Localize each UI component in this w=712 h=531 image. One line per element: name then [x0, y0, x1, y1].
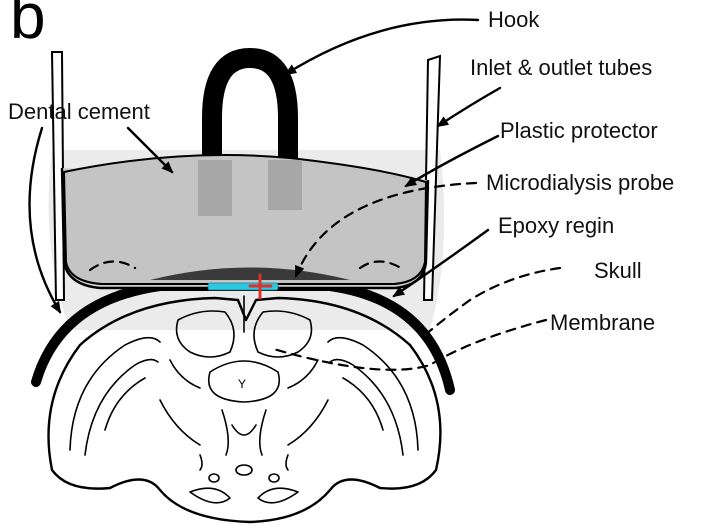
svg-text:Y: Y — [238, 377, 246, 391]
label-skull: Skull — [594, 258, 642, 283]
label-microdialysis-probe: Microdialysis probe — [486, 170, 674, 195]
label-dental-cement: Dental cement — [8, 99, 150, 124]
label-epoxy: Epoxy regin — [498, 213, 614, 238]
panel-letter: b — [10, 0, 46, 52]
hook — [212, 58, 288, 160]
label-tubes: Inlet & outlet tubes — [470, 55, 652, 80]
dental-cement — [64, 155, 426, 284]
label-membrane: Membrane — [550, 310, 655, 335]
label-plastic-protector: Plastic protector — [500, 118, 658, 143]
label-hook: Hook — [488, 7, 540, 32]
